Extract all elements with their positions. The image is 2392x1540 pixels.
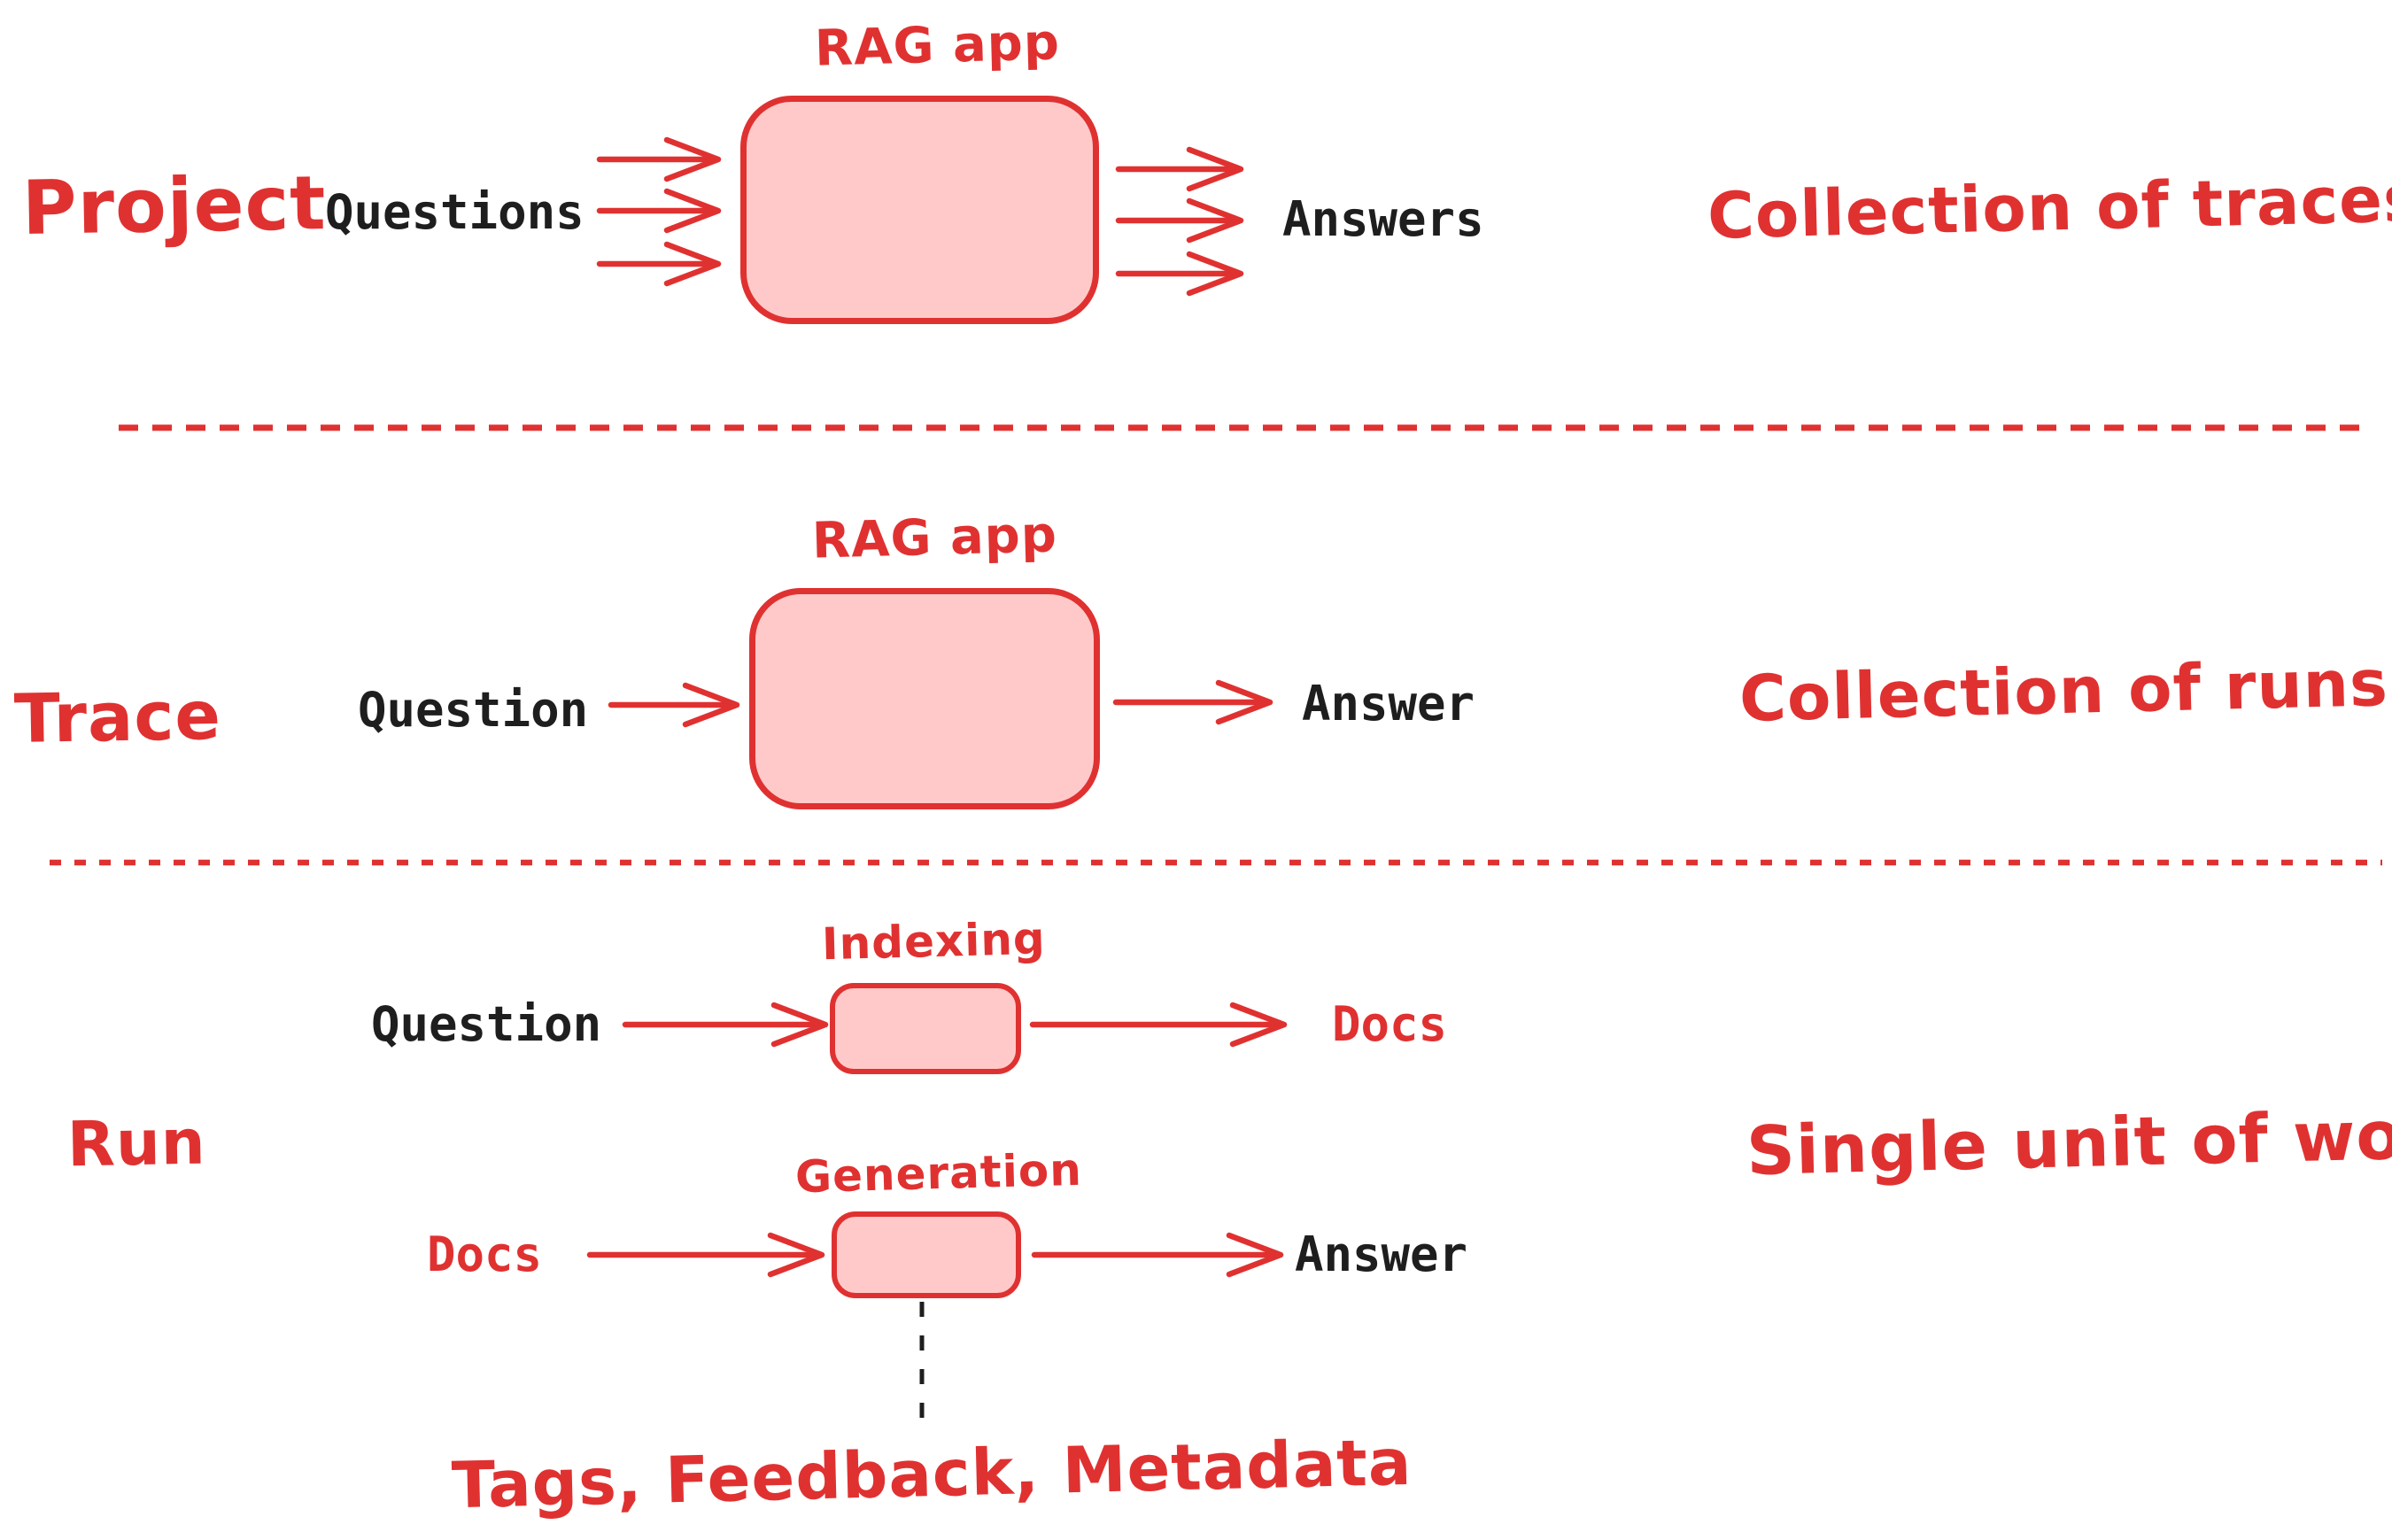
indexing-box [830, 983, 1021, 1074]
generation-input-label: Docs [427, 1227, 543, 1282]
generation-box-title: Generation [794, 1143, 1083, 1203]
arrow-right-icon [622, 1002, 829, 1048]
arrow-right-icon [596, 241, 722, 287]
dashed-connector-line [919, 1302, 925, 1422]
indexing-box-title: Indexing [821, 912, 1047, 971]
arrow-right-icon [1115, 197, 1244, 244]
arrow-right-icon [608, 682, 740, 728]
rag-app-box [749, 588, 1100, 809]
rag-app-box [740, 96, 1099, 324]
dashed-divider [119, 424, 2361, 431]
project-input-label: Questions [325, 184, 584, 240]
run-annotation: Tags, Feedback, Metadata [451, 1424, 1413, 1523]
trace-label: Trace [13, 675, 222, 759]
arrow-right-icon [1029, 1002, 1288, 1048]
arrow-right-icon [1031, 1232, 1284, 1278]
rag-app-box-title: RAG app [811, 506, 1058, 570]
run-note: Single unit of work [1746, 1093, 2392, 1191]
rag-app-box-title: RAG app [814, 13, 1061, 78]
dashed-divider [50, 859, 2382, 866]
arrow-right-icon [1115, 146, 1244, 192]
arrow-right-icon [1112, 679, 1273, 725]
trace-input-label: Question [358, 682, 589, 738]
generation-output-label: Answer [1295, 1227, 1468, 1282]
run-label: Run [66, 1105, 207, 1181]
arrow-right-icon [586, 1232, 825, 1278]
trace-output-label: Answer [1302, 676, 1475, 731]
project-label: Project [21, 159, 328, 252]
trace-note: Collection of runs [1738, 646, 2389, 736]
indexing-output-label: Docs [1332, 996, 1448, 1052]
indexing-input-label: Question [371, 996, 602, 1052]
project-output-label: Answers [1282, 191, 1484, 247]
arrow-right-icon [596, 136, 722, 182]
project-note: Collection of traces [1707, 161, 2392, 253]
arrow-right-icon [596, 188, 722, 234]
arrow-right-icon [1115, 251, 1244, 297]
generation-box [832, 1211, 1021, 1298]
